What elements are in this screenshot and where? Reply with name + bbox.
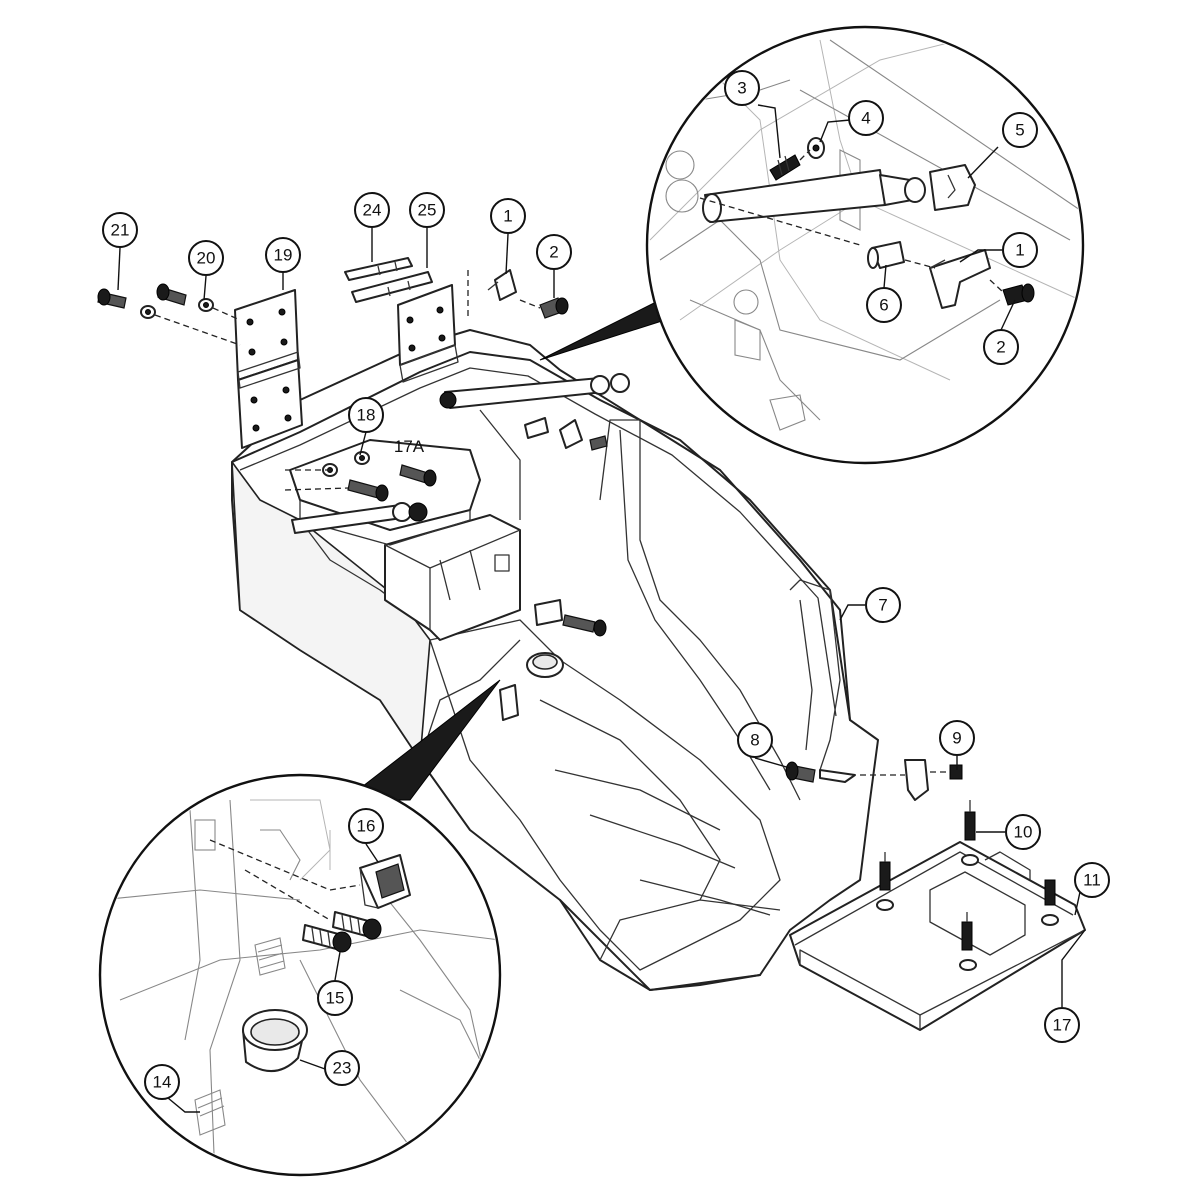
callout-7-label: 7 [878, 596, 887, 615]
pad-25 [351, 271, 433, 303]
callout-15-label: 15 [326, 989, 345, 1008]
callout-9-label: 9 [952, 729, 961, 748]
screw-2-main [539, 297, 569, 319]
callout-19: 19 [265, 237, 301, 273]
hinge-19 [234, 289, 303, 449]
callout-15: 15 [317, 980, 353, 1016]
clip-9 [860, 759, 963, 801]
callout-3-label: 3 [737, 79, 746, 98]
callout-8-label: 8 [750, 731, 759, 750]
mid-hardware [499, 417, 608, 721]
callout-5-label: 5 [1015, 121, 1024, 140]
console-left-panel [231, 461, 431, 761]
callout-24-label: 24 [363, 201, 382, 220]
box-latch [494, 554, 510, 572]
callout-10: 10 [1005, 814, 1041, 850]
bolt-21 [97, 288, 156, 319]
callout-10-label: 10 [1014, 823, 1033, 842]
bracket-1-main [487, 269, 517, 301]
callout-17-label: 17 [1053, 1016, 1072, 1035]
callout-11-label: 11 [1083, 871, 1101, 890]
callout-1-detail: 1 [1002, 232, 1038, 268]
callout-8: 8 [737, 722, 773, 758]
callout-17: 17 [1044, 1007, 1080, 1043]
callout-19-label: 19 [274, 246, 293, 265]
callout-2-detail: 2 [983, 329, 1019, 365]
callout-25: 25 [409, 192, 445, 228]
callout-4-label: 4 [861, 109, 870, 128]
gas-strut-assembly [291, 373, 630, 534]
callout-2-detail-label: 2 [996, 338, 1005, 357]
callout-11: 11 [1074, 862, 1110, 898]
callout-16-label: 16 [357, 817, 376, 836]
storage-bin [289, 439, 481, 546]
console-base [559, 899, 761, 991]
callout-24: 24 [354, 192, 390, 228]
callout-20-label: 20 [197, 249, 216, 268]
callout-20: 20 [188, 240, 224, 276]
callout-18-label: 18 [357, 406, 376, 425]
detail-view-cupholder [98, 679, 502, 1177]
callout-1-main: 1 [490, 198, 526, 234]
callout-21: 21 [102, 212, 138, 248]
callout-6: 6 [866, 287, 902, 323]
hinge-pads [344, 257, 433, 303]
callout-2-main: 2 [536, 234, 572, 270]
callout-9: 9 [939, 720, 975, 756]
callout-16: 16 [348, 808, 384, 844]
callout-14: 14 [144, 1064, 180, 1100]
callout-6-label: 6 [879, 296, 888, 315]
callout-2-main-label: 2 [549, 243, 558, 262]
detail-view-strut [539, 25, 1085, 465]
console-floor [429, 619, 781, 971]
callout-3: 3 [724, 70, 760, 106]
bolt-20 [156, 283, 214, 312]
lid-recess [929, 871, 1026, 956]
leader-lines [117, 104, 1086, 1113]
screws-10 [876, 800, 1059, 971]
callout-1-main-label: 1 [503, 207, 512, 226]
callout-23-label: 23 [333, 1059, 352, 1078]
callout-21-label: 21 [111, 221, 130, 240]
callout-7: 7 [865, 587, 901, 623]
bolt-18-group [284, 451, 437, 502]
hinge-plate-right [397, 284, 459, 383]
callout-25-label: 25 [418, 201, 437, 220]
callout-14-label: 14 [153, 1073, 172, 1092]
callout-5: 5 [1002, 112, 1038, 148]
callout-1-detail-label: 1 [1015, 241, 1024, 260]
callout-4: 4 [848, 100, 884, 136]
label-17a: 17A [394, 437, 425, 456]
callout-18: 18 [348, 397, 384, 433]
battery-box [384, 514, 521, 641]
callout-23: 23 [324, 1050, 360, 1086]
bolt-8 [785, 761, 856, 783]
